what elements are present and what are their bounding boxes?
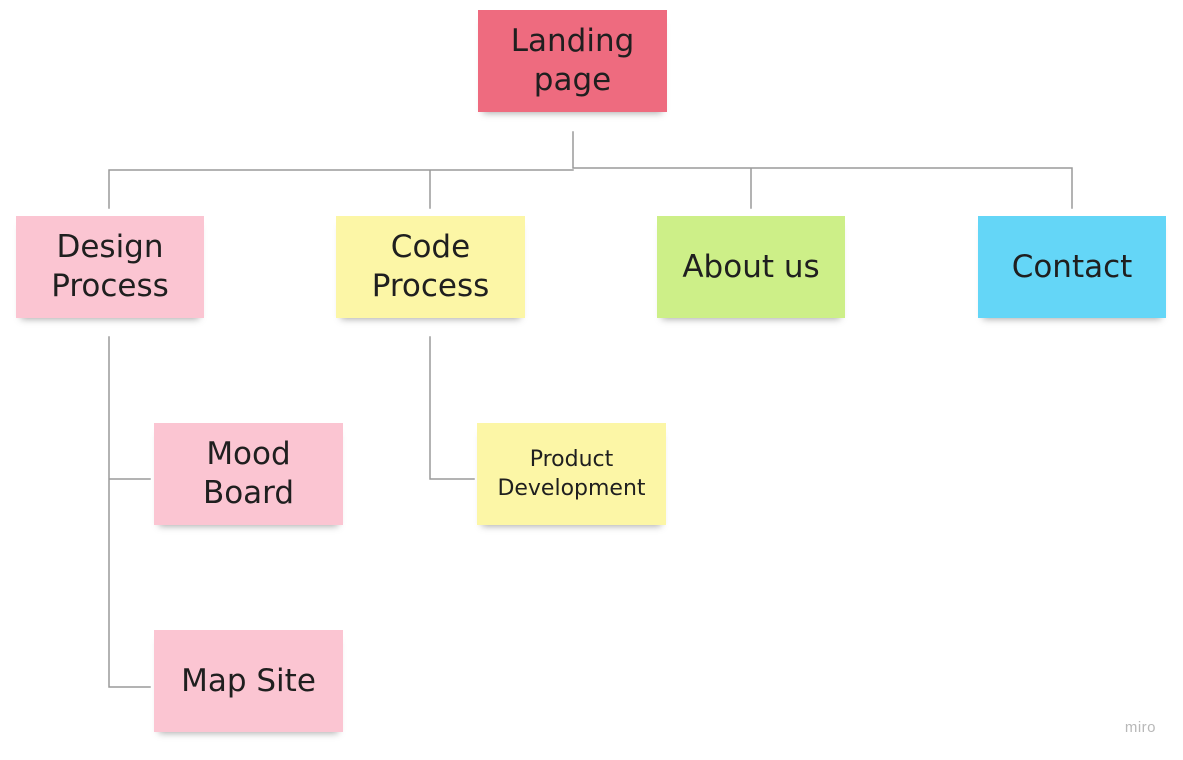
connector-landing-bus: [108, 131, 1073, 209]
sticky-note-mood-board[interactable]: Mood Board: [154, 423, 343, 525]
connector-code-children: [429, 336, 475, 480]
sticky-note-contact[interactable]: Contact: [978, 216, 1166, 318]
sticky-note-code-process[interactable]: Code Process: [336, 216, 525, 318]
sticky-note-about-us[interactable]: About us: [657, 216, 845, 318]
sticky-note-landing-page[interactable]: Landing page: [478, 10, 667, 112]
miro-logo: miro: [1124, 719, 1156, 736]
sticky-note-map-site[interactable]: Map Site: [154, 630, 343, 732]
connector-design-children: [108, 336, 151, 688]
sticky-note-product-development[interactable]: Product Development: [477, 423, 666, 525]
sticky-note-design-process[interactable]: Design Process: [16, 216, 204, 318]
